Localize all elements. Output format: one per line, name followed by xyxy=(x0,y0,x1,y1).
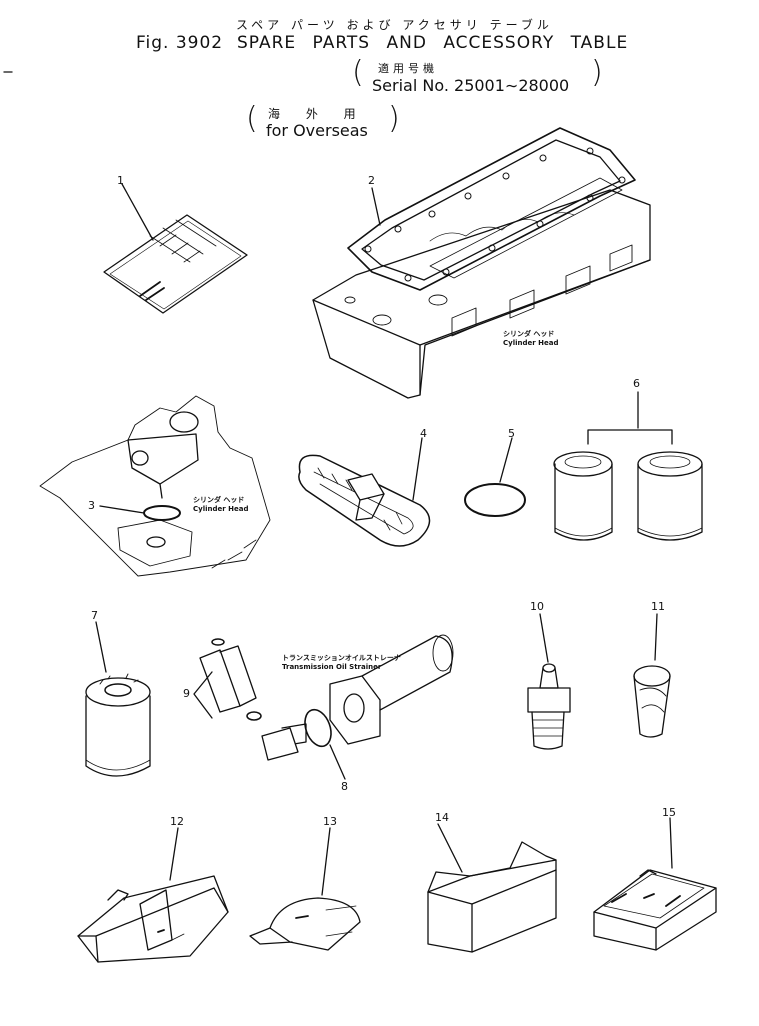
paren-right-overseas: ) xyxy=(388,101,400,136)
cap-icon xyxy=(250,828,360,950)
callout-12: 12 xyxy=(170,815,184,828)
callout-2: 2 xyxy=(368,174,375,187)
serial-range: Serial No. 25001∼28000 xyxy=(372,76,570,95)
callout-5: 5 xyxy=(508,427,515,440)
o-ring-set-icon xyxy=(194,639,261,720)
callout-3: 3 xyxy=(88,499,95,512)
plug-icon xyxy=(634,614,670,737)
callout-13: 13 xyxy=(323,815,337,828)
box-icon xyxy=(428,824,556,952)
callout-14: 14 xyxy=(435,811,449,824)
overseas-japanese: 海 外 用 xyxy=(268,107,360,121)
callout-10: 10 xyxy=(530,600,544,613)
callout-1: 1 xyxy=(117,174,124,187)
caption-strainer-jp: トランスミッションオイルストレーナ xyxy=(282,654,401,662)
fuel-filters-icon xyxy=(554,392,702,540)
caption-cylinder-head-top-jp: シリンダ ヘッド xyxy=(503,330,555,338)
caption-cylinder-head-3-jp: シリンダ ヘッド xyxy=(193,496,245,504)
tool-case-icon xyxy=(594,818,716,950)
callout-7: 7 xyxy=(91,609,98,622)
cylinder-head-icon xyxy=(313,190,650,398)
oil-filter-icon xyxy=(86,622,150,776)
callout-8: 8 xyxy=(341,780,348,793)
overseas-label: for Overseas xyxy=(266,121,368,140)
callout-9: 9 xyxy=(183,687,190,700)
v-belt-icon xyxy=(299,438,430,546)
o-ring-water-outlet-icon xyxy=(40,396,270,576)
caption-cylinder-head-3: シリンダ ヘッド Cylinder Head xyxy=(193,496,248,514)
paren-right-serial: ) xyxy=(591,55,603,90)
grease-fitting-icon xyxy=(528,614,570,749)
callout-11: 11 xyxy=(651,600,665,613)
caption-cylinder-head-top: シリンダ ヘッド Cylinder Head xyxy=(503,330,558,348)
serial-japanese: 適用号機 xyxy=(378,62,438,75)
o-ring-icon xyxy=(465,438,525,516)
head-gasket-icon xyxy=(348,128,635,290)
transmission-strainer-icon xyxy=(262,635,453,779)
paren-left-serial: ( xyxy=(352,55,364,90)
caption-transmission-strainer: トランスミッションオイルストレーナ Transmission Oil Strai… xyxy=(282,654,401,672)
caption-cylinder-head-top-en: Cylinder Head xyxy=(503,338,559,347)
callout-6: 6 xyxy=(633,377,640,390)
callout-4: 4 xyxy=(420,427,427,440)
caption-cylinder-head-3-en: Cylinder Head xyxy=(193,504,249,513)
paren-left-overseas: ( xyxy=(246,101,258,136)
callout-15: 15 xyxy=(662,806,676,819)
page-title: SPARE PARTS AND ACCESSORY TABLE xyxy=(237,33,629,53)
title-japanese: スペア パーツ および アクセサリ テーブル xyxy=(236,18,553,32)
figure-number: Fig. 3902 xyxy=(136,33,224,53)
parts-book-icon xyxy=(104,184,247,313)
caption-strainer-en: Transmission Oil Strainer xyxy=(282,662,382,671)
tool-bag-icon xyxy=(78,828,228,962)
